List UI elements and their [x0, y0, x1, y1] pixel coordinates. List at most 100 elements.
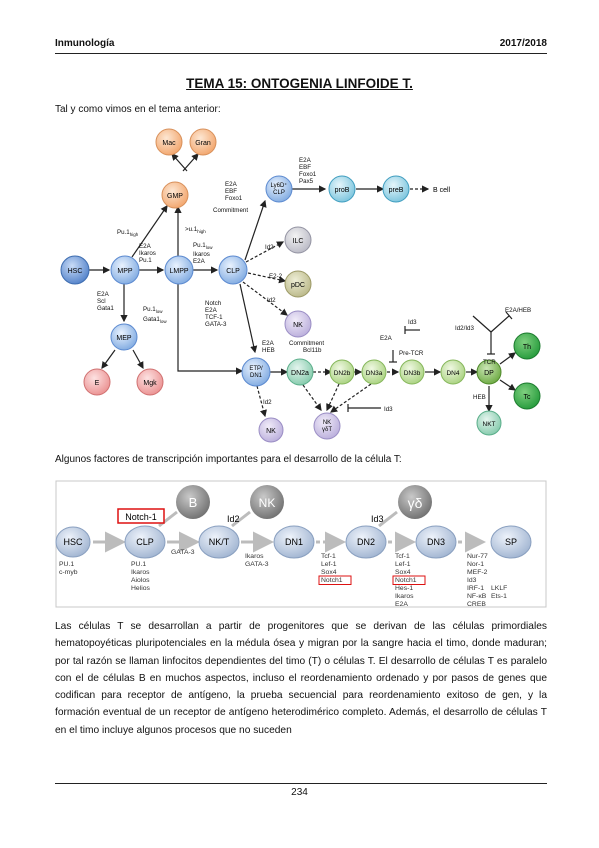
svg-text:Notch1: Notch1 — [395, 577, 417, 584]
svg-text:E2A: E2A — [262, 340, 275, 347]
svg-text:DN2a: DN2a — [291, 370, 309, 377]
svg-text:Th: Th — [523, 344, 531, 351]
svg-text:Foxo1: Foxo1 — [299, 171, 317, 178]
header-year: 2017/2018 — [499, 38, 547, 49]
svg-text:Ikaros: Ikaros — [395, 593, 414, 600]
svg-text:Tc: Tc — [524, 394, 532, 401]
svg-text:Foxo1: Foxo1 — [225, 195, 243, 202]
svg-text:Ikaros: Ikaros — [139, 250, 156, 257]
svg-text:Aiolos: Aiolos — [131, 577, 150, 584]
label-id3: Id3 — [371, 514, 384, 524]
notch1-box: Notch-1 — [117, 508, 165, 524]
stage-dn1: DN1 — [273, 525, 315, 559]
svg-text:proB: proB — [335, 187, 350, 194]
svg-text:E: E — [95, 380, 100, 387]
intro2-text: Algunos factores de transcripción import… — [55, 454, 402, 465]
node-mac: Mac — [155, 128, 183, 156]
svg-text:HEB: HEB — [262, 347, 275, 354]
svg-text:Notch1: Notch1 — [321, 577, 343, 584]
svg-text:Id3: Id3 — [467, 577, 477, 584]
header-rule — [55, 53, 547, 54]
node-dp: DP — [476, 359, 502, 385]
node-dn2b: DN2b — [329, 359, 355, 385]
svg-text:Pre-TCR: Pre-TCR — [399, 350, 424, 357]
diagram-arrows — [89, 153, 516, 418]
node-mpp: MPP — [110, 255, 140, 285]
svg-text:LMPP: LMPP — [169, 268, 188, 275]
header-course: Inmunología — [55, 38, 115, 49]
svg-text:DP: DP — [484, 370, 494, 377]
branch-b: B — [176, 485, 210, 519]
svg-text:NF-κB: NF-κB — [467, 593, 487, 600]
intro-text: Tal y como vimos en el tema anterior: — [55, 104, 221, 115]
svg-text:Id2: Id2 — [263, 399, 272, 406]
svg-text:Id3: Id3 — [408, 319, 417, 326]
svg-text:E2A: E2A — [380, 335, 393, 342]
node-gmp: GMP — [161, 181, 189, 209]
node-tc: Tc — [513, 382, 541, 410]
svg-text:Notch-1: Notch-1 — [125, 512, 157, 522]
svg-text:DN3: DN3 — [427, 537, 445, 547]
node-nk1: NK — [284, 310, 312, 338]
svg-text:Pax5: Pax5 — [299, 178, 314, 185]
svg-text:HEB: HEB — [473, 394, 486, 401]
svg-text:Notch: Notch — [205, 300, 222, 307]
node-e: E — [83, 368, 111, 396]
node-ilc: ILC — [284, 226, 312, 254]
lineage-diagram: Mac Gran GMP HSC MPP LMPP CLP MEP E Mgk … — [60, 128, 541, 443]
svg-text:Sox4: Sox4 — [321, 569, 337, 576]
svg-text:Pu.1high: Pu.1high — [117, 229, 139, 237]
svg-text:Gata1low: Gata1low — [143, 316, 167, 324]
stage-dn2: DN2 — [345, 525, 387, 559]
body-paragraph: Las células T se desarrollan a partir de… — [55, 621, 547, 736]
factor-lists: PU.1 c-myb PU.1 Ikaros Aiolos Helios GAT… — [59, 549, 507, 608]
node-etp-dn1: ETP/DN1 — [241, 357, 271, 387]
svg-text:Ikaros: Ikaros — [131, 569, 150, 576]
svg-text:CLP: CLP — [136, 537, 154, 547]
svg-text:GATA-3: GATA-3 — [205, 321, 227, 328]
svg-text:IRF-1: IRF-1 — [467, 585, 484, 592]
stage-hsc: HSC — [55, 526, 91, 558]
svg-text:Sox4: Sox4 — [395, 569, 411, 576]
svg-text:GATA-3: GATA-3 — [245, 561, 269, 568]
svg-text:MPP: MPP — [117, 268, 133, 275]
svg-text:Mac: Mac — [162, 140, 176, 147]
svg-text:LKLF: LKLF — [491, 585, 507, 592]
svg-text:Mgk: Mgk — [143, 380, 157, 387]
svg-text:E2A: E2A — [299, 157, 312, 164]
node-hsc: HSC — [60, 255, 90, 285]
svg-text:E2A/HEB: E2A/HEB — [505, 307, 531, 314]
label-id2: Id2 — [227, 514, 240, 524]
node-preb: preB — [382, 175, 410, 203]
svg-text:TCF-1: TCF-1 — [205, 314, 223, 321]
svg-text:Lef-1: Lef-1 — [395, 561, 411, 568]
svg-text:E2A: E2A — [205, 307, 218, 314]
svg-text:pDC: pDC — [291, 282, 305, 289]
stage-arrows — [93, 510, 486, 553]
svg-text:CREB: CREB — [467, 601, 486, 608]
svg-text:E2A: E2A — [139, 243, 152, 250]
page-header: Inmunología 2017/2018 — [55, 38, 547, 49]
svg-text:Nur-77: Nur-77 — [467, 553, 488, 560]
svg-text:E2A: E2A — [97, 291, 110, 298]
svg-text:NK: NK — [259, 496, 276, 510]
node-dn3a: DN3a — [361, 359, 387, 385]
svg-text:Bcl11b: Bcl11b — [303, 347, 322, 354]
svg-text:NKT: NKT — [483, 421, 496, 428]
svg-text:Pu.1low: Pu.1low — [193, 242, 213, 250]
svg-text:Ikaros: Ikaros — [245, 553, 264, 560]
svg-text:ETP/: ETP/ — [249, 366, 263, 372]
svg-text:E2A: E2A — [395, 601, 408, 608]
svg-text:Ets-1: Ets-1 — [491, 593, 507, 600]
svg-text:EBF: EBF — [225, 188, 237, 195]
svg-text:Nor-1: Nor-1 — [467, 561, 484, 568]
svg-text:CLP: CLP — [273, 190, 285, 196]
svg-text:PU.1: PU.1 — [131, 561, 146, 568]
svg-text:Hes-1: Hes-1 — [395, 585, 413, 592]
node-nkt: NKT — [476, 410, 502, 436]
svg-text:PU.1: PU.1 — [59, 561, 74, 568]
footer-rule — [55, 783, 547, 784]
svg-text:GATA-3: GATA-3 — [171, 549, 195, 556]
svg-text:NK: NK — [266, 428, 276, 435]
